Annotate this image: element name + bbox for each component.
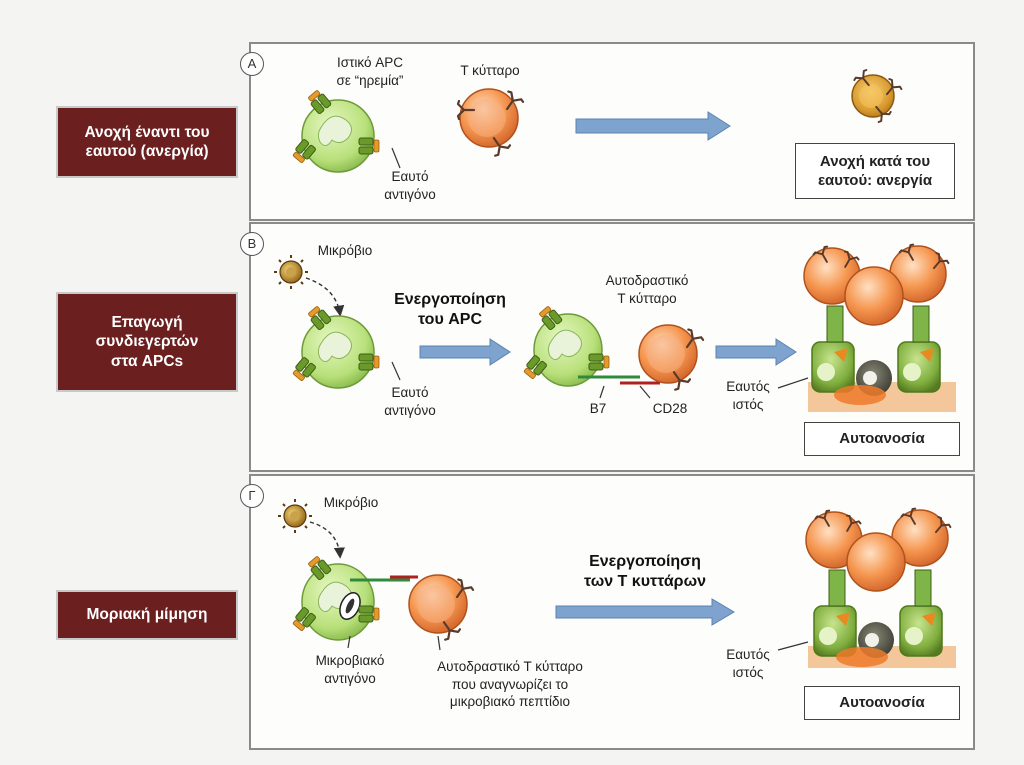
apc-c <box>290 554 418 641</box>
cd28-label: CD28 <box>652 401 688 416</box>
microbe-label-c: Μικρόβιο <box>323 495 379 510</box>
result-anergy-box: Ανοχή κατά του εαυτού: ανεργία <box>795 143 955 199</box>
side-label-costimulators: Επαγωγή συνδιεγερτών στα APCs <box>56 292 238 392</box>
apc-b-activated <box>521 304 660 387</box>
microbial-antigen-label: Μικροβιακό αντιγόνο <box>315 653 385 686</box>
autoimmunity-cluster-b <box>803 242 956 412</box>
t-cell-anergic <box>851 68 903 124</box>
result-autoimmunity-box-b: Αυτοανοσία <box>804 422 960 456</box>
self-tissue-label-b: Εαυτός ιστός <box>726 379 770 412</box>
panel-letter-b: B <box>240 232 264 256</box>
t-cell-autoreactive-c <box>408 574 475 642</box>
autoreactive-t-cell-label-b: Αυτοδραστικό Τ κύτταρο <box>605 273 689 306</box>
microbe-label-b: Μικρόβιο <box>317 243 373 258</box>
arrow-a <box>575 111 731 141</box>
b7-label: B7 <box>589 401 607 416</box>
self-antigen-label-b: Εαυτό αντιγόνο <box>384 385 436 418</box>
autoimmunity-cluster-c <box>805 506 956 668</box>
apc-b-left <box>290 304 380 389</box>
panel-letter-a: A <box>240 52 264 76</box>
apc-resting-label: Ιστικό APC σε “ηρεμία” <box>336 55 404 88</box>
t-cell-naive <box>456 88 525 158</box>
apc-resting-cell <box>290 88 380 173</box>
t-cell-autoreactive-b <box>638 324 705 392</box>
t-cell-activation-label: Ενεργοποίηση των Τ κυττάρων <box>584 553 706 590</box>
arrow-b1 <box>419 338 511 366</box>
arrow-c <box>555 598 735 626</box>
apc-activation-label: Ενεργοποίηση του APC <box>394 291 506 328</box>
self-tissue-label-c: Εαυτός ιστός <box>726 647 770 680</box>
microbe-c <box>278 499 312 533</box>
side-label-anergy: Ανοχή έναντι του εαυτού (ανεργία) <box>56 106 238 178</box>
panel-letter-c: Γ <box>240 484 264 508</box>
side-label-mimicry: Μοριακή μίμηση <box>56 590 238 640</box>
arrow-b2 <box>715 338 797 366</box>
result-autoimmunity-box-c: Αυτοανοσία <box>804 686 960 720</box>
t-cell-label: Τ κύτταρο <box>460 63 520 78</box>
self-antigen-label-a: Εαυτό αντιγόνο <box>384 169 436 202</box>
autoreactive-t-cell-label-c: Αυτοδραστικό Τ κύτταρο που αναγνωρίζει τ… <box>437 659 583 710</box>
microbe-b <box>274 255 308 289</box>
